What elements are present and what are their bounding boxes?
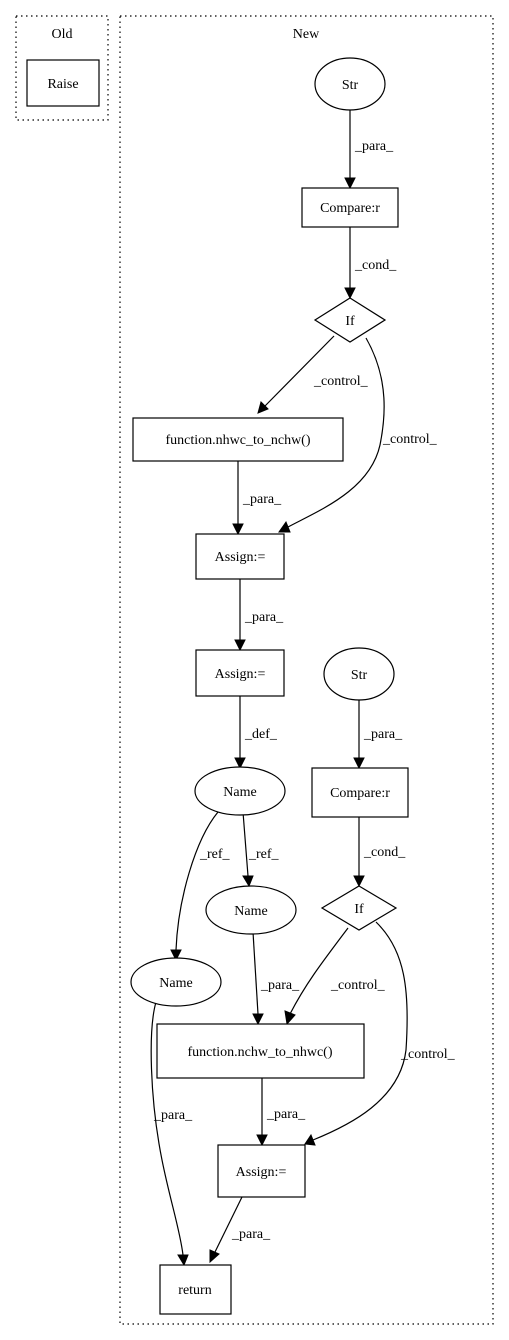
node-name-1: Name (194, 766, 286, 816)
node-compare-1-label: Compare:r (320, 201, 380, 216)
node-return: return (159, 1264, 232, 1315)
edge-assign2-name1: _def_ (234, 696, 278, 770)
node-return-label: return (178, 1283, 211, 1298)
node-compare-1: Compare:r (301, 187, 399, 228)
edge-label: _para_ (231, 1227, 271, 1242)
cluster-new: New (119, 15, 494, 1325)
node-str-2: Str (323, 647, 395, 701)
cluster-new-label: New (293, 27, 320, 42)
edge-label: _control_ (313, 374, 369, 389)
edge-name3-return: _para_ (150, 1001, 193, 1267)
node-compare-2: Compare:r (311, 767, 409, 818)
node-if-2-label: If (354, 902, 364, 917)
cluster-old-label: Old (52, 27, 73, 42)
edge-name2-nchw: _para_ (252, 931, 300, 1026)
node-raise-label: Raise (47, 77, 78, 92)
node-if-2: If (320, 885, 398, 931)
edge-label: _para_ (354, 139, 394, 154)
node-name-1-label: Name (223, 785, 256, 800)
node-str-2-label: Str (351, 668, 368, 683)
edge-label: _para_ (260, 978, 300, 993)
edge-if1-assign1: _control_ (278, 337, 438, 533)
edge-label: _cond_ (354, 258, 397, 273)
edge-name1-name3: _ref_ (170, 811, 231, 962)
node-str-1-label: Str (342, 78, 359, 93)
node-name-2-label: Name (234, 904, 267, 919)
edge-label: _control_ (382, 432, 438, 447)
edge-label: _para_ (242, 492, 282, 507)
edge-compare2-if2: _cond_ (353, 817, 406, 888)
node-nchw-to-nhwc: function.nchw_to_nhwc() (156, 1023, 365, 1079)
node-if-1: If (313, 297, 387, 343)
edge-str2-compare2: _para_ (353, 696, 403, 770)
edge-label: _control_ (400, 1047, 456, 1062)
edge-nhwc-assign1: _para_ (232, 461, 282, 536)
node-nhwc-to-nchw-label: function.nhwc_to_nchw() (165, 433, 310, 448)
edge-if1-nhwc: _control_ (257, 335, 369, 414)
node-compare-2-label: Compare:r (330, 786, 390, 801)
edge-if2-nchw: _control_ (284, 927, 386, 1026)
node-raise: Raise (26, 59, 100, 107)
edge-nchw-assign3: _para_ (256, 1078, 306, 1147)
edge-name1-name2: _ref_ (242, 811, 280, 888)
node-assign-1-label: Assign:= (215, 550, 266, 565)
node-assign-2: Assign:= (195, 649, 285, 697)
edge-label: _para_ (244, 610, 284, 625)
edge-label: _para_ (153, 1108, 193, 1123)
node-str-1: Str (314, 57, 386, 111)
node-name-3-label: Name (159, 976, 192, 991)
node-if-1-label: If (345, 314, 355, 329)
edge-compare1-if1: _cond_ (344, 227, 397, 300)
edge-label: _control_ (330, 978, 386, 993)
edge-str1-compare1: _para_ (344, 110, 394, 190)
node-assign-2-label: Assign:= (215, 667, 266, 682)
node-nchw-to-nhwc-label: function.nchw_to_nhwc() (187, 1045, 332, 1060)
node-name-2: Name (205, 885, 297, 935)
edge-label: _para_ (363, 727, 403, 742)
edge-label: _ref_ (248, 847, 280, 862)
cluster-old: Old (15, 15, 109, 121)
node-assign-1: Assign:= (195, 533, 285, 580)
edge-assign3-return: _para_ (209, 1196, 271, 1264)
edge-assign1-assign2: _para_ (234, 579, 284, 652)
edge-if2-assign3: _control_ (304, 921, 456, 1146)
node-assign-3-label: Assign:= (236, 1165, 287, 1180)
node-name-3: Name (130, 957, 222, 1007)
edge-label: _para_ (266, 1107, 306, 1122)
node-assign-3: Assign:= (217, 1144, 306, 1198)
edge-label: _def_ (244, 727, 278, 742)
edge-label: _ref_ (199, 847, 231, 862)
edge-label: _cond_ (363, 845, 406, 860)
node-nhwc-to-nchw: function.nhwc_to_nchw() (132, 417, 344, 462)
